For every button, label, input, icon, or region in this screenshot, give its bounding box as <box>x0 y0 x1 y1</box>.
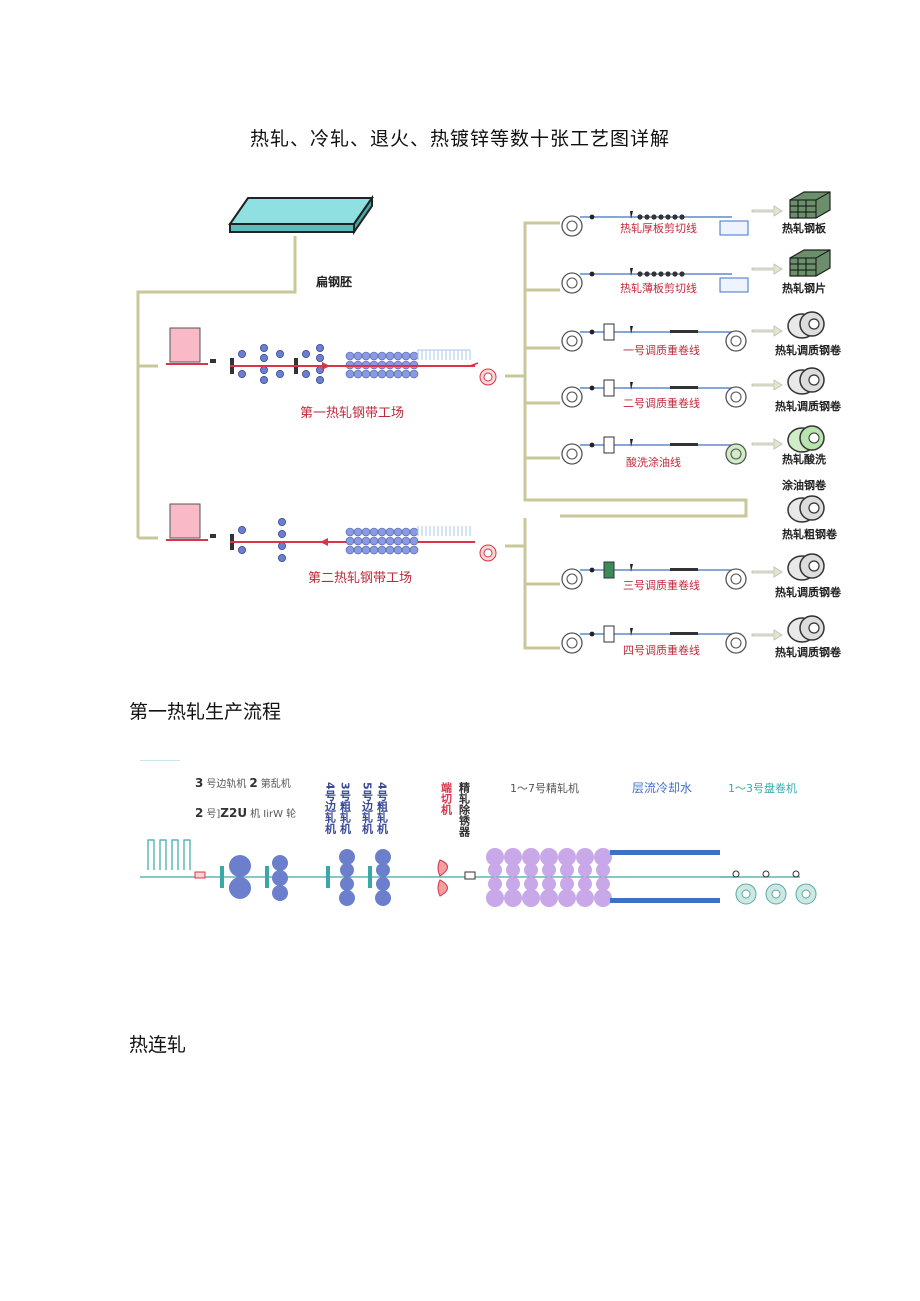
row1-text-b: 第乱机 <box>261 777 291 790</box>
product-label-9: 热轧调质钢卷 <box>775 645 842 659</box>
line-label-5: 酸洗涂油线 <box>626 455 681 469</box>
processing-lines <box>561 211 749 654</box>
label-descaler: 精轧除锈器 <box>458 781 472 838</box>
furnace-icon <box>147 839 191 870</box>
roughing-stands <box>220 849 391 906</box>
product-label-4: 热轧调质钢卷 <box>775 399 842 413</box>
caption-hot-continuous-rolling: 热连轧 <box>129 1034 187 1056</box>
plant2-label: 第二热轧钢带工场 <box>308 571 412 586</box>
row2-code: Z2U <box>220 806 247 820</box>
slab-icon <box>228 194 374 236</box>
plant1-mill <box>166 327 497 386</box>
line-label-4: 二号调质重卷线 <box>623 396 700 410</box>
cooling-bar-top <box>610 850 720 855</box>
product-label-8: 热轧调质钢卷 <box>775 585 842 599</box>
label-crop-shear: 端切机 <box>440 781 453 816</box>
product-label-3: 热轧调质钢卷 <box>775 343 842 357</box>
label-finishing: 1～7号精轧机 <box>510 781 579 795</box>
product-label-7: 热轧粗钢卷 <box>782 527 838 541</box>
finishing-stands <box>486 848 612 907</box>
hot-rolling-flow-diagram: 扁钢胚 第一热轧钢带工场 <box>136 191 842 659</box>
row1-text-a: 号边轨机 <box>206 777 246 790</box>
label-edger-4: 4号边轧机 <box>324 782 338 834</box>
plant1-label: 第一热轧钢带工场 <box>300 406 404 421</box>
product-label-1: 热轧钢板 <box>782 221 827 235</box>
slab-label: 扁钢胚 <box>316 274 352 289</box>
label-cooling: 层流冷却水 <box>632 781 692 795</box>
line-label-6: 三号调质重卷线 <box>623 578 700 592</box>
label-rougher-4: 4号粗轧机 <box>376 782 389 834</box>
row2-num: 2 <box>195 806 203 820</box>
row1-num-a: 3 <box>195 776 203 790</box>
product-label-2: 热轧钢片 <box>782 281 826 295</box>
label-edger-5: 5号边轧机 <box>361 782 375 834</box>
line-label-3: 一号调质重卷线 <box>623 343 700 357</box>
product-label-5: 热轧酸洗 <box>782 452 826 466</box>
line-label-1: 热轧厚板剪切线 <box>620 221 697 235</box>
line-label-2: 热轧薄板剪切线 <box>620 281 697 295</box>
document-title: 热轧、冷轧、退火、热镀锌等数十张工艺图详解 <box>249 128 670 150</box>
caption-first-hot-rolling: 第一热轧生产流程 <box>129 701 282 723</box>
plant2-mill <box>166 503 497 562</box>
row2-text-b: 机 IirW 轮 <box>250 807 296 820</box>
line-label-7: 四号调质重卷线 <box>623 643 700 657</box>
product-label-6: 涂油钢卷 <box>782 478 827 492</box>
coilers <box>720 870 817 905</box>
row2-text-a: 号] <box>206 808 220 820</box>
label-rougher-3: 3号粗轧机 <box>339 782 352 834</box>
feed-lines <box>136 221 748 650</box>
row1-num-b: 2 <box>249 776 257 790</box>
label-coiler: 1～3号盘卷机 <box>728 781 797 795</box>
cooling-bar-bottom <box>610 898 720 903</box>
crop-shear-icon <box>437 859 476 897</box>
